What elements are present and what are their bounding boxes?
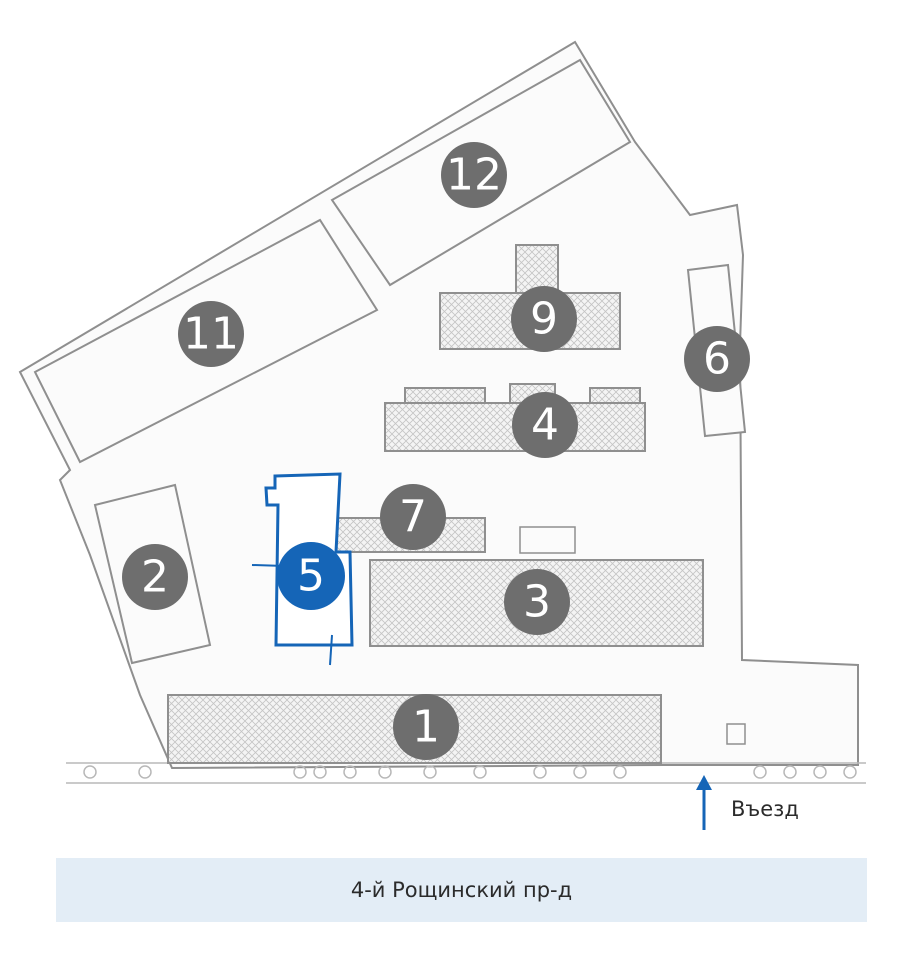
shed-outline <box>519 526 576 554</box>
guard-box-outline <box>726 723 746 745</box>
marker-label-5: 5 <box>297 551 325 602</box>
marker-label-9: 9 <box>530 294 558 345</box>
building-5-tick-bottom <box>329 634 333 666</box>
marker-building-7[interactable]: 7 <box>380 484 446 550</box>
street-name: 4-й Рощинский пр-д <box>350 878 573 902</box>
marker-label-6: 6 <box>703 334 731 385</box>
marker-building-11[interactable]: 11 <box>178 301 244 367</box>
marker-building-1[interactable]: 1 <box>393 694 459 760</box>
marker-label-2: 2 <box>141 552 169 603</box>
marker-label-4: 4 <box>531 400 559 451</box>
entry-arrow-icon <box>696 775 712 830</box>
marker-label-7: 7 <box>399 492 427 543</box>
marker-label-1: 1 <box>412 702 440 753</box>
marker-building-5[interactable]: 5 <box>277 542 345 610</box>
marker-label-3: 3 <box>523 577 551 628</box>
marker-building-9[interactable]: 9 <box>511 286 577 352</box>
street-name-bar: 4-й Рощинский пр-д <box>56 858 867 922</box>
marker-building-12[interactable]: 12 <box>441 142 507 208</box>
marker-building-2[interactable]: 2 <box>122 544 188 610</box>
marker-label-12: 12 <box>446 150 502 201</box>
marker-building-4[interactable]: 4 <box>512 392 578 458</box>
marker-label-11: 11 <box>183 309 239 360</box>
marker-building-6[interactable]: 6 <box>684 326 750 392</box>
entry-label: Въезд <box>731 797 799 821</box>
marker-building-3[interactable]: 3 <box>504 569 570 635</box>
